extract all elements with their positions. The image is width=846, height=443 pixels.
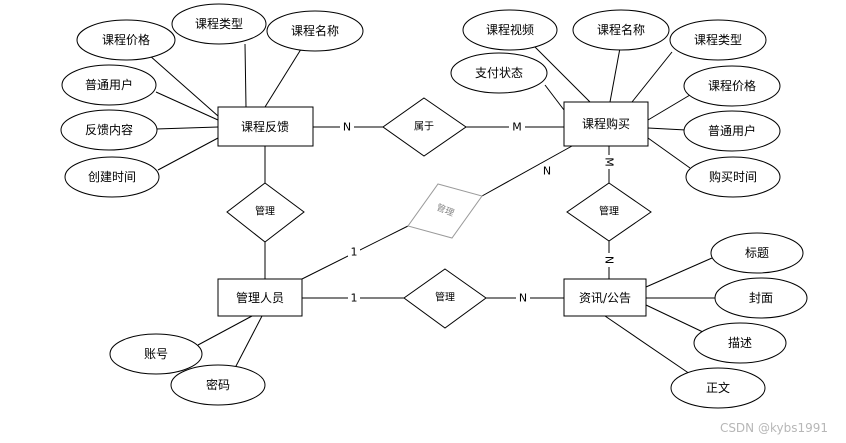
cardinality-admin-news: 1	[351, 292, 358, 305]
cardinality-purchase-admin: N	[543, 165, 551, 178]
attribute-admin-account-label: 账号	[144, 347, 168, 361]
cardinality-feedback-belongs: N	[343, 121, 351, 134]
attribute-feedback-time: 创建时间	[64, 156, 160, 198]
attribute-feedback-name: 课程名称	[266, 10, 364, 52]
edge-feedback-time	[157, 137, 219, 171]
edge-admin-password	[234, 315, 263, 369]
attribute-feedback-time-label: 创建时间	[88, 170, 136, 184]
attribute-purchase-time-label: 购买时间	[709, 169, 757, 184]
attribute-feedback-name-label: 课程名称	[291, 23, 339, 38]
attribute-news-title: 标题	[710, 232, 804, 274]
attribute-admin-password-label: 密码	[206, 377, 230, 392]
attribute-admin-password: 密码	[170, 364, 266, 406]
edge-feedback-content	[155, 126, 219, 130]
edge-feedback-user	[155, 91, 219, 121]
cardinality-news-admin: N	[519, 292, 527, 305]
entity-admin-label: 管理人员	[236, 290, 284, 305]
entity-news-label: 资讯/公告	[579, 291, 631, 305]
entity-admin: 管理人员	[217, 278, 303, 317]
edge-news-title	[645, 257, 713, 288]
edge-purchase-type	[631, 51, 673, 103]
relationship-manage-news-top-label: 管理	[599, 205, 619, 218]
attribute-purchase-paystatus: 支付状态	[450, 52, 548, 94]
attribute-purchase-user: 普通用户	[683, 110, 781, 152]
entity-course-feedback: 课程反馈	[217, 106, 314, 147]
cardinality-purchase-news-bottom: N	[603, 256, 616, 264]
connectors	[131, 39, 716, 375]
edge-manage-purchase	[481, 145, 573, 197]
attribute-feedback-user-label: 普通用户	[85, 77, 133, 92]
attribute-purchase-type-label: 课程类型	[694, 32, 742, 47]
attribute-news-title-label: 标题	[745, 246, 769, 260]
attribute-purchase-paystatus-label: 支付状态	[475, 66, 523, 80]
attribute-feedback-content: 反馈内容	[60, 109, 158, 151]
relationship-belongs-to: 属于	[382, 97, 467, 157]
attribute-purchase-name-label: 课程名称	[597, 22, 645, 37]
relationship-manage-news-label: 管理	[435, 291, 455, 304]
attribute-news-desc: 描述	[693, 322, 787, 364]
edge-feedback-name	[264, 45, 304, 108]
attribute-feedback-price-label: 课程价格	[102, 32, 150, 47]
relationship-manage-purchase: 管理	[407, 183, 483, 239]
edge-purchase-time	[647, 137, 691, 169]
entity-news: 资讯/公告	[563, 278, 647, 317]
edge-news-body	[604, 315, 691, 375]
entity-course-purchase-label: 课程购买	[582, 116, 630, 131]
attribute-feedback-content-label: 反馈内容	[85, 122, 133, 137]
attribute-feedback-type: 课程类型	[171, 3, 267, 45]
edge-purchase-name	[609, 47, 621, 103]
edge-admin-account	[197, 315, 253, 346]
attribute-news-cover: 封面	[714, 277, 808, 319]
attribute-purchase-price: 课程价格	[683, 65, 781, 107]
attribute-purchase-time: 购买时间	[685, 156, 781, 198]
attribute-feedback-user: 普通用户	[61, 64, 157, 106]
entity-course-purchase: 课程购买	[563, 101, 649, 147]
attribute-purchase-type: 课程类型	[669, 19, 767, 61]
attribute-purchase-name: 课程名称	[572, 9, 670, 51]
edge-feedback-type	[244, 43, 247, 108]
edge-news-desc	[645, 304, 706, 334]
attribute-news-body: 正文	[670, 367, 766, 409]
edge-purchase-price	[647, 94, 691, 121]
relationship-manage-news: 管理	[403, 268, 487, 329]
entity-course-feedback-label: 课程反馈	[241, 119, 289, 134]
attribute-feedback-type-label: 课程类型	[195, 16, 243, 31]
cardinality-admin-purchase: 1	[351, 246, 358, 259]
relationship-manage-news-top: 管理	[566, 182, 652, 242]
attribute-purchase-user-label: 普通用户	[708, 123, 756, 138]
attribute-purchase-video-label: 课程视频	[486, 22, 534, 37]
edge-purchase-paystatus	[544, 84, 565, 111]
relationship-manage-feedback: 管理	[226, 182, 305, 243]
attribute-news-desc-label: 描述	[728, 336, 752, 350]
cardinality-purchase-news-top: M	[603, 157, 616, 167]
cardinality-purchase-belongs: M	[512, 121, 522, 134]
attribute-purchase-video: 课程视频	[462, 9, 558, 51]
attribute-news-cover-label: 封面	[749, 291, 773, 305]
attribute-purchase-price-label: 课程价格	[708, 78, 756, 93]
attribute-admin-account: 账号	[109, 333, 203, 375]
edge-purchase-user	[647, 127, 687, 131]
attribute-feedback-price: 课程价格	[76, 19, 176, 61]
relationship-belongs-to-label: 属于	[414, 121, 434, 133]
attribute-news-body-label: 正文	[706, 380, 730, 395]
edge-purchase-video	[534, 46, 591, 103]
watermark-text: CSDN @kybs1991	[720, 421, 828, 435]
relationship-manage-feedback-label: 管理	[255, 205, 275, 218]
cardinality-labels: N M 1 N M N 1 N	[340, 120, 616, 305]
